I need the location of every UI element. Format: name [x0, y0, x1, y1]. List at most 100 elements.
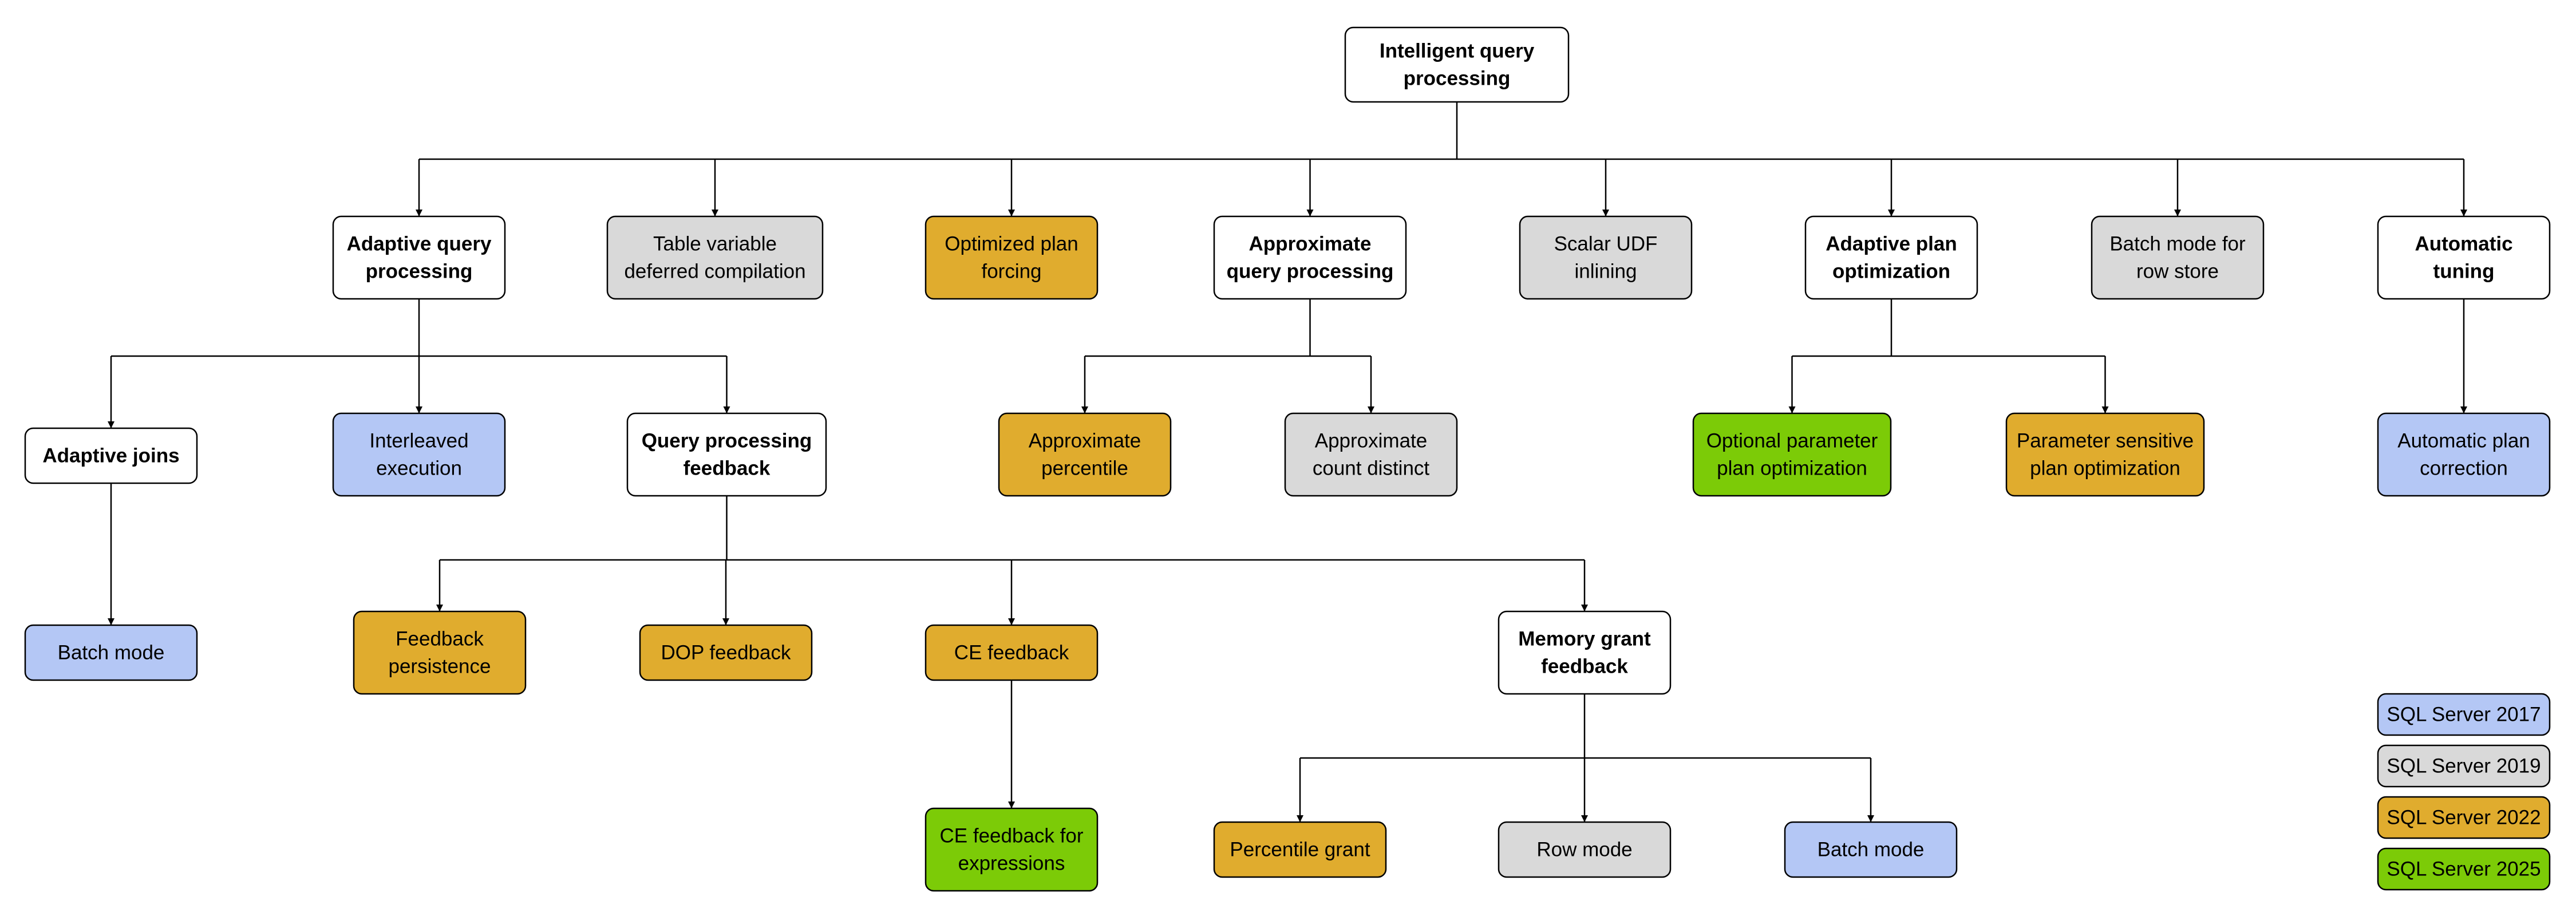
node-box [1284, 412, 1458, 497]
node-box [626, 412, 827, 497]
node-dop-feedback: DOP feedback [639, 624, 813, 681]
node-memory-grant-batch-mode: Batch mode [1784, 821, 1958, 878]
legend-sql-server-2022: SQL Server 2022 [2377, 796, 2551, 839]
node-label: correction [2420, 457, 2508, 480]
node-box [639, 624, 813, 681]
node-adaptive-joins: Adaptive joins [24, 427, 198, 484]
node-label: Batch mode for [2109, 233, 2246, 255]
legend-swatch [2377, 693, 2551, 736]
legend-swatch [2377, 744, 2551, 788]
node-label: Interleaved [369, 430, 468, 452]
node-label: Row mode [1536, 839, 1632, 861]
legend-swatch [2377, 796, 2551, 839]
node-interleaved-execution: Interleaved execution [332, 412, 506, 497]
node-box [24, 427, 198, 484]
node-box [1498, 610, 1672, 695]
node-label: count distinct [1313, 457, 1430, 480]
node-label: plan optimization [1717, 457, 1867, 480]
node-box [1344, 26, 1570, 103]
node-label: feedback [1541, 656, 1628, 678]
node-box [924, 624, 1099, 681]
node-label: Memory grant [1518, 628, 1651, 650]
node-label: row store [2136, 260, 2219, 283]
node-feedback-persistence: Feedback persistence [353, 610, 527, 695]
node-parameter-sensitive-plan-optimization: Parameter sensitive plan optimization [2005, 412, 2205, 497]
node-label: CE feedback [954, 642, 1069, 664]
node-label: Query processing [642, 430, 812, 452]
node-box [24, 624, 198, 681]
node-label: deferred compilation [624, 260, 805, 283]
node-label: percentile [1041, 457, 1128, 480]
node-box [1519, 215, 1693, 300]
node-query-processing-feedback: Query processing feedback [626, 412, 827, 497]
node-label: Batch mode [58, 642, 165, 664]
node-box [1692, 412, 1892, 497]
node-batch-mode-row-store: Batch mode for row store [2091, 215, 2265, 300]
node-label: Table variable [653, 233, 777, 255]
node-label: Approximate [1249, 233, 1372, 255]
legend-label: SQL Server 2025 [2387, 858, 2541, 881]
node-approximate-percentile: Approximate percentile [998, 412, 1172, 497]
node-table-variable-deferred-compilation: Table variable deferred compilation [606, 215, 824, 300]
node-box [924, 807, 1099, 892]
node-box [332, 215, 506, 300]
node-box [2091, 215, 2265, 300]
node-percentile-grant: Percentile grant [1213, 821, 1387, 878]
node-label: CE feedback for [940, 825, 1084, 847]
node-label: forcing [981, 260, 1041, 283]
node-scalar-udf-inlining: Scalar UDF inlining [1519, 215, 1693, 300]
node-adaptive-query-processing: Adaptive query processing [332, 215, 506, 300]
node-label: tuning [2433, 260, 2495, 283]
node-box [1213, 821, 1387, 878]
node-box [1498, 821, 1672, 878]
legend-swatch [2377, 847, 2551, 891]
node-box [2377, 215, 2551, 300]
node-batch-mode: Batch mode [24, 624, 198, 681]
node-label: Adaptive joins [42, 445, 179, 467]
node-label: Parameter sensitive [2017, 430, 2194, 452]
node-box [332, 412, 506, 497]
node-label: Percentile grant [1230, 839, 1370, 861]
node-box [1784, 821, 1958, 878]
legend-label: SQL Server 2022 [2387, 807, 2541, 829]
node-label: plan optimization [2030, 457, 2180, 480]
node-label: processing [366, 260, 473, 283]
node-box [1804, 215, 1978, 300]
node-label: optimization [1832, 260, 1950, 283]
node-label: execution [376, 457, 462, 480]
node-box [998, 412, 1172, 497]
node-label: Adaptive query [347, 233, 492, 255]
node-ce-feedback: CE feedback [924, 624, 1099, 681]
legend-label: SQL Server 2017 [2387, 704, 2541, 726]
node-box [2005, 412, 2205, 497]
node-label: Approximate [1029, 430, 1141, 452]
node-label: Scalar UDF [1554, 233, 1658, 255]
node-box [353, 610, 527, 695]
node-row-mode: Row mode [1498, 821, 1672, 878]
node-box [2377, 412, 2551, 497]
node-label: inlining [1575, 260, 1637, 283]
node-box [1213, 215, 1407, 300]
legend-label: SQL Server 2019 [2387, 755, 2541, 777]
node-box [606, 215, 824, 300]
connector-lines [108, 102, 2467, 822]
node-label: feedback [683, 457, 771, 480]
node-label: Intelligent query [1380, 40, 1535, 62]
node-memory-grant-feedback: Memory grant feedback [1498, 610, 1672, 695]
node-label: persistence [389, 656, 491, 678]
node-label: DOP feedback [661, 642, 791, 664]
legend-sql-server-2019: SQL Server 2019 [2377, 744, 2551, 788]
legend-sql-server-2017: SQL Server 2017 [2377, 693, 2551, 736]
node-label: Feedback [396, 628, 484, 650]
